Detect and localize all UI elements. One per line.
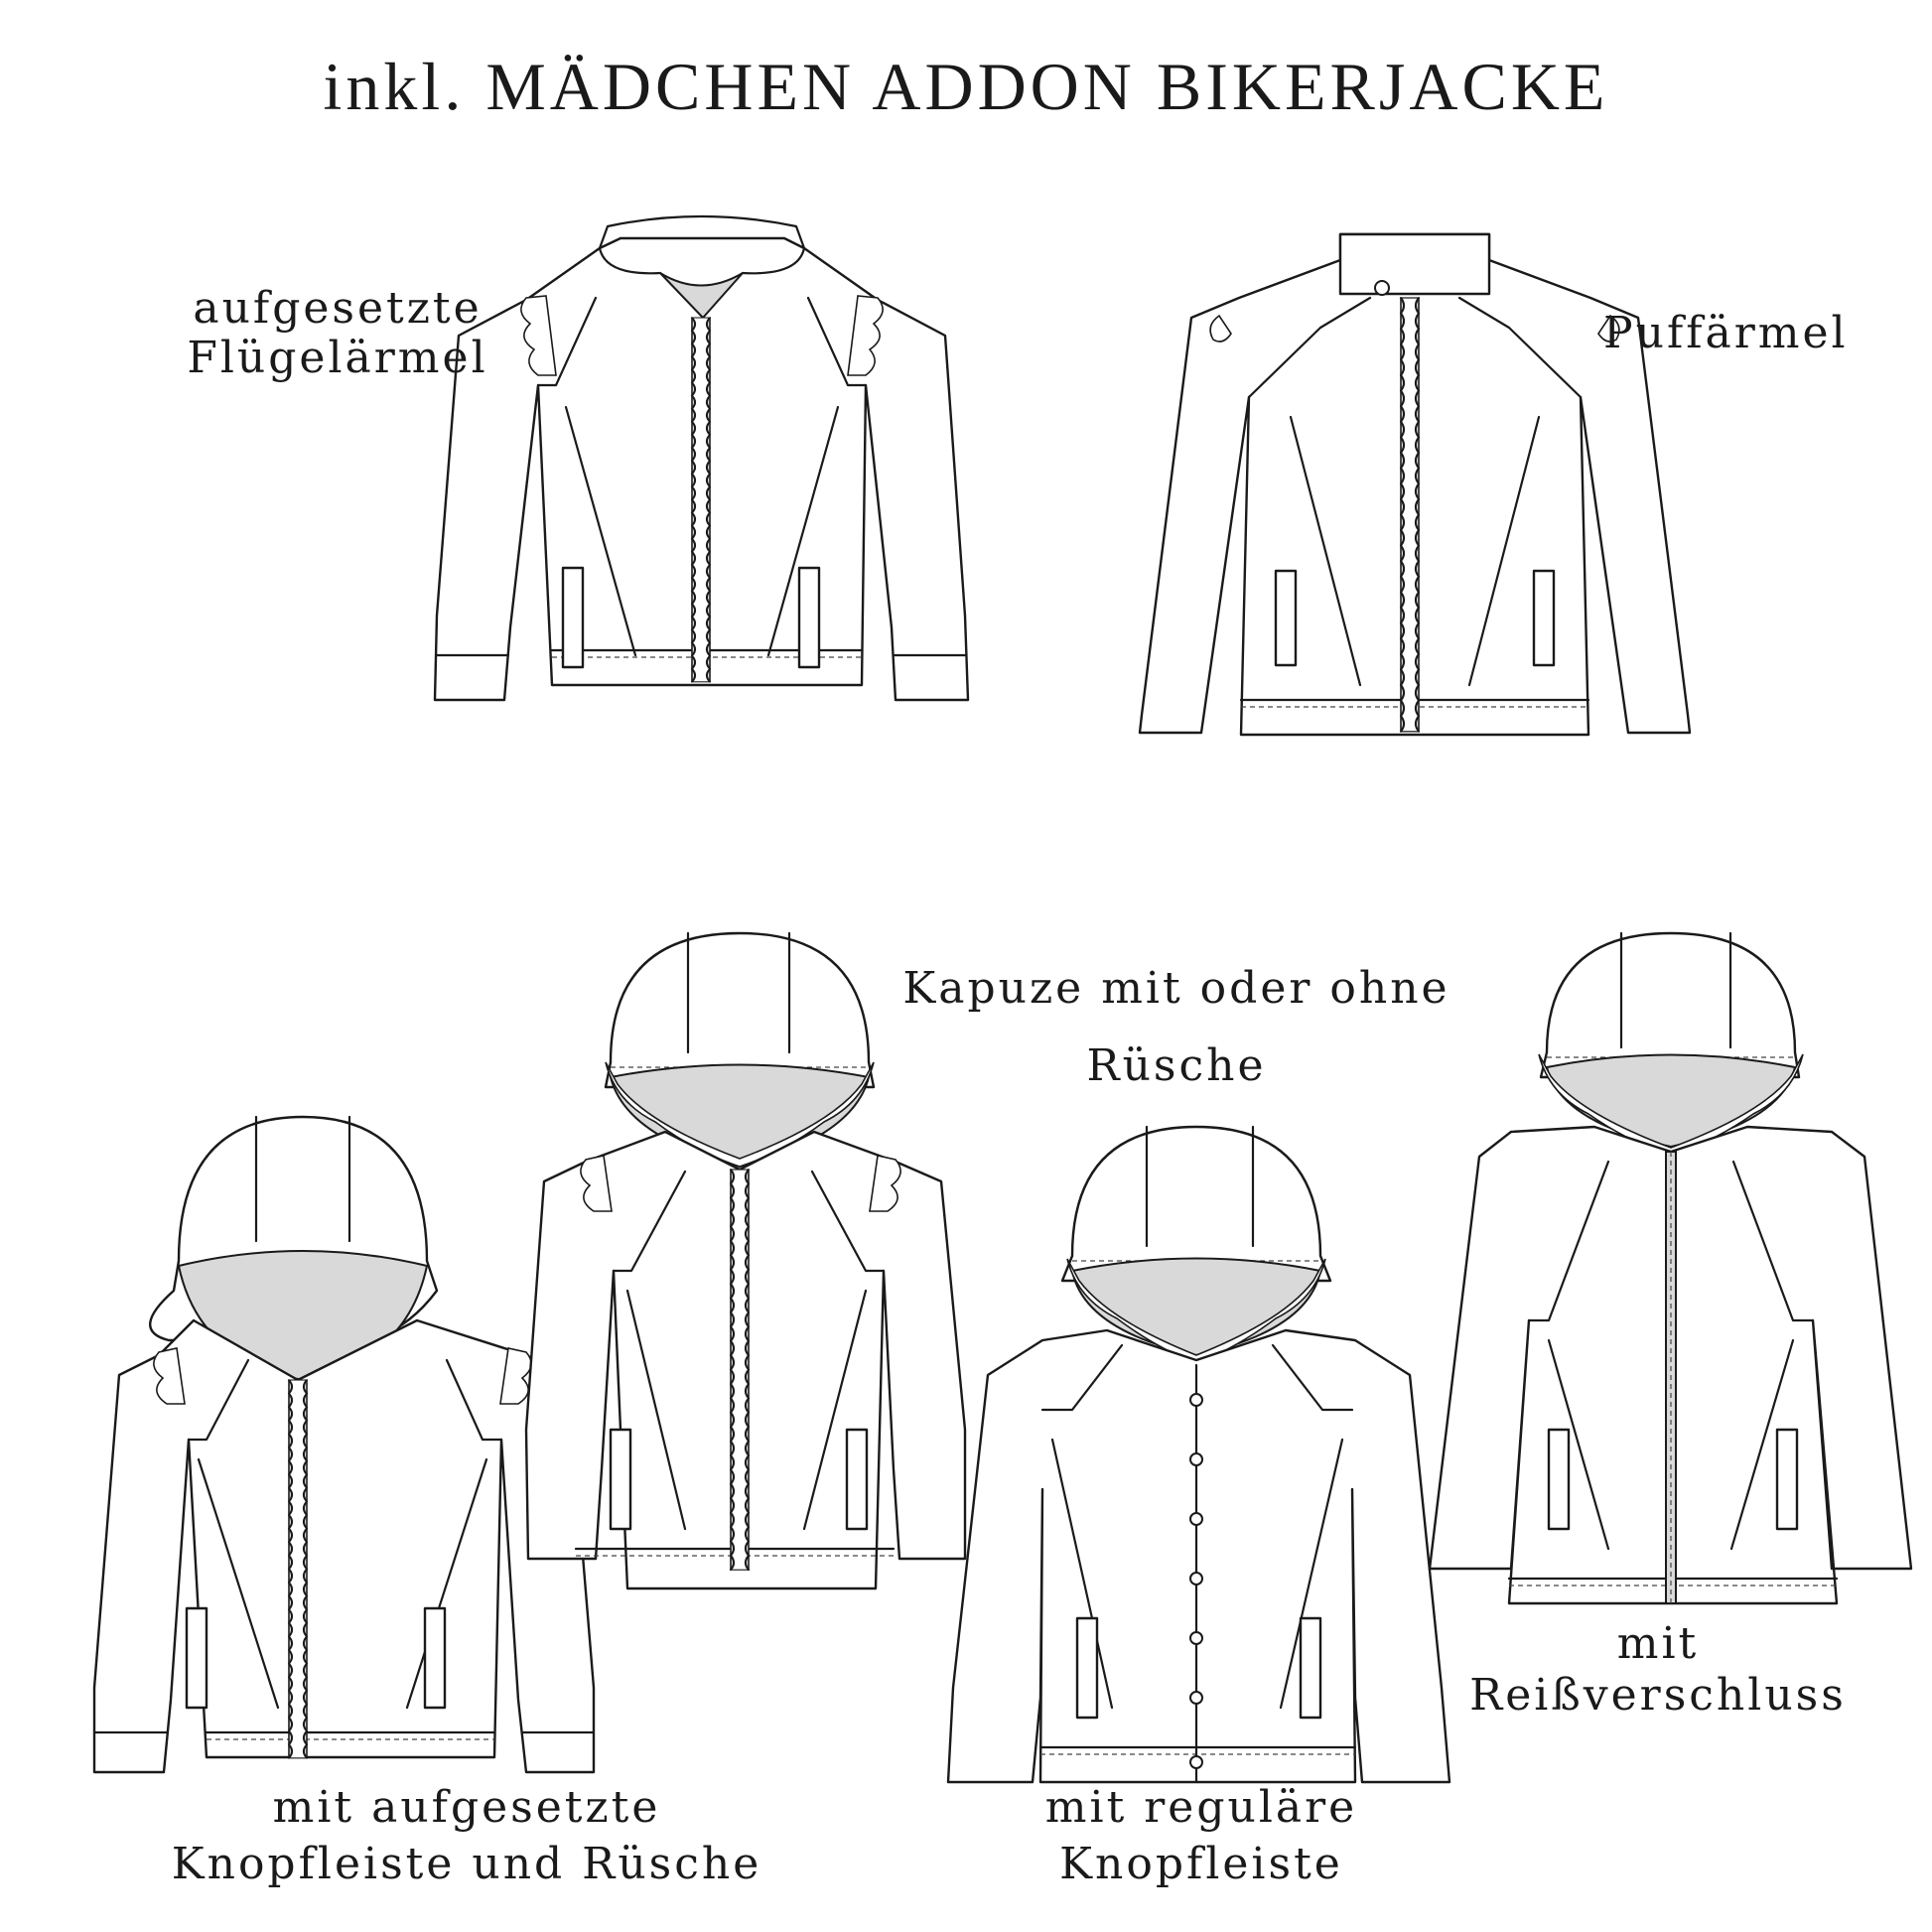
label-puff-sleeves: Puffärmel [1603,308,1849,358]
jacket-wing-sleeves [433,214,970,702]
label-regular-placket-line2: Knopfleiste [1059,1839,1343,1889]
jacket-hood-ruffle [524,931,967,1590]
label-zipper-line1: mit [1616,1618,1700,1669]
page-title: inkl. MÄDCHEN ADDON BIKERJACKE [323,49,1609,124]
label-hood-line2: Rüsche [1086,1040,1267,1091]
label-zipper-line2: Reißverschluss [1469,1670,1847,1721]
jacket-regular-placket [946,1125,1451,1784]
label-placket-ruffle-line2: Knopfleiste und Rüsche [171,1839,762,1889]
jacket-hood-placket-ruffle [92,1115,596,1774]
label-wing-sleeves-line2: Flügelärmel [187,333,488,383]
jacket-puff-sleeves [1138,232,1692,737]
label-regular-placket-line1: mit reguläre [1044,1782,1358,1833]
jacket-zipper [1428,931,1913,1605]
label-placket-ruffle-line1: mit aufgesetzte [272,1782,661,1833]
label-hood-line1: Kapuze mit oder ohne [902,963,1450,1014]
label-wing-sleeves-line1: aufgesetzte [193,283,483,334]
